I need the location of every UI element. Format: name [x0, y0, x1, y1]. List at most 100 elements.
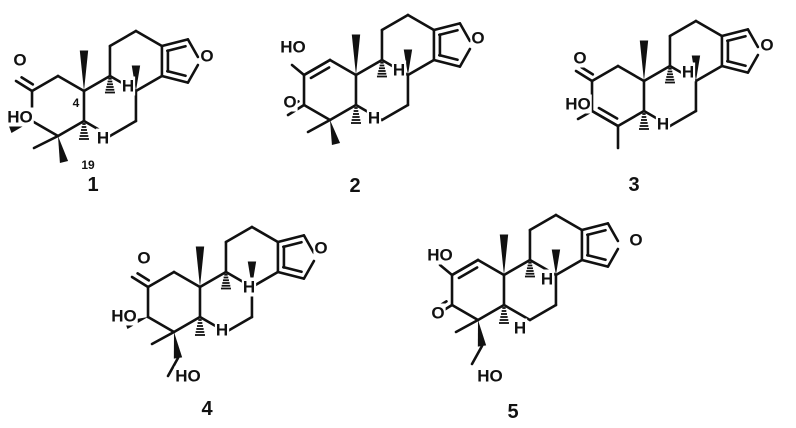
label-backing-1 [6, 107, 34, 127]
c2-furan-double-2-inner [437, 53, 459, 62]
c4-ch2oh-bond [166, 356, 180, 378]
c2-ringC-bond-2 [406, 13, 436, 32]
c5-h9-hash [524, 261, 535, 278]
c1-ketone-double [14, 79, 34, 93]
c1-ringB-bond-1 [108, 119, 138, 138]
c1-h9-label: H [122, 77, 134, 96]
c1-c4-methyl-a [32, 134, 60, 150]
c1-ringC-bond-3 [134, 74, 164, 93]
c4-ch2-wedge [173, 332, 183, 359]
c4-ringA-bond-4 [172, 270, 202, 289]
label-backing-7 [279, 37, 307, 57]
c3-ringB-bond-4 [642, 64, 672, 83]
label-backing-15 [680, 62, 696, 82]
c3-ringB-bond-1 [668, 109, 698, 128]
c2-ringC-bond-3 [406, 58, 436, 77]
c4-furan-bond-o2 [302, 259, 316, 280]
c2-furan-double-1 [432, 22, 462, 32]
c1-ringB-bond-4 [82, 74, 112, 93]
c2-furan-double-2 [432, 58, 462, 68]
c5-hydroxyl-label: HO [427, 246, 453, 265]
c4-h5-hash [194, 319, 205, 336]
c5-furan-oxygen-label: O [629, 231, 642, 250]
c3-ringC-bond-3 [694, 64, 724, 83]
c1-ringC-bond-1 [108, 29, 138, 48]
c1-h9-hash [104, 77, 115, 94]
c5-furan-bond-o2 [606, 247, 620, 268]
label-backing-3 [120, 76, 136, 96]
c5-c8-methyl-wedge [551, 249, 561, 275]
c2-ringC-bond-1 [380, 13, 410, 32]
c1-furan-double-1 [160, 38, 190, 48]
c4-c10-methyl-wedge [195, 246, 205, 287]
c4-hydroxymethyl-label: HO [175, 367, 201, 386]
c1-ketone-double-inner [20, 76, 35, 86]
c4-furan-bond-o1 [302, 234, 316, 255]
c2-ringA-enol-double [302, 58, 332, 77]
c3-ketone-oxygen-label: O [573, 49, 586, 68]
compound-5-number: 5 [507, 401, 518, 423]
c3-ketone-double [574, 69, 594, 83]
label-backing-16 [655, 114, 671, 134]
c4-furan-oxygen-label: O [314, 239, 327, 258]
c5-ringB-bond-0 [502, 303, 532, 322]
label-backing-19 [313, 238, 329, 258]
c2-furan-bond-o1 [458, 22, 472, 43]
c3-ketone-double-inner [580, 66, 595, 76]
c3-ringC-bond-1 [668, 19, 698, 38]
c1-ringA-bond-4 [56, 74, 86, 93]
c1-c10-methyl-wedge [79, 50, 89, 91]
c5-ringC-bond-3 [554, 258, 584, 277]
c1-furan-double-2 [160, 74, 190, 84]
c2-enol-oh-bond [290, 63, 306, 77]
c3-h5-hash [638, 113, 649, 130]
compound-2-number: 2 [349, 175, 360, 197]
c4-ringA-bond-0 [146, 270, 176, 289]
c1-ringA-bond-1 [30, 119, 60, 138]
label-backing-28 [476, 366, 504, 386]
c2-c4-methyl-b [330, 120, 341, 146]
c4-furan-double-2-inner [281, 265, 303, 274]
c1-furan-bond-o2 [186, 63, 200, 84]
c1-ringA-bond-0 [30, 74, 60, 93]
c1-hydroxyl-label: HO [7, 108, 33, 127]
c4-furan-double-1 [276, 234, 306, 244]
c1-h5-label: H [97, 129, 109, 148]
c2-ringB-bond-4 [354, 58, 384, 77]
c2-h5-hash [350, 107, 361, 124]
c5-ringA-bond-4 [476, 258, 506, 277]
c1-furan-bond-o1 [186, 38, 200, 59]
c1-c8-methyl-wedge [131, 65, 141, 91]
compound-3: O HO O H H 3 [564, 35, 775, 196]
c2-ringA-enol-double-inner [309, 66, 331, 80]
c5-c10-methyl-wedge [499, 234, 509, 275]
c3-furan-double-1-inner [725, 34, 747, 43]
c4-ketone-oxygen-label: O [137, 249, 150, 268]
compound-3-number: 3 [628, 174, 639, 196]
c5-ringC-bond-2 [554, 213, 584, 232]
compound-5: HO O O H H HO 5 [426, 230, 644, 423]
label-backing-10 [391, 60, 407, 80]
c4-h9-hash [220, 273, 231, 290]
c4-ringC-bond-1 [224, 225, 254, 244]
label-backing-20 [241, 277, 257, 297]
c3-c10-methyl-wedge [639, 40, 649, 81]
c3-furan-double-2-inner [725, 59, 747, 68]
c5-ch2-wedge [477, 320, 487, 347]
c3-h9-hash [664, 67, 675, 84]
c5-ringB-bond-4 [502, 258, 532, 277]
label-backing-4 [95, 128, 111, 148]
c3-furan-bond-o1 [746, 28, 760, 49]
compound-4-number: 4 [201, 398, 213, 420]
c2-c8-methyl-wedge [403, 49, 413, 75]
c2-ketone-oxygen-label: O [283, 93, 296, 112]
compound-1: O HO O H H 4 19 1 [6, 46, 215, 196]
c5-ringC-bond-1 [528, 213, 558, 232]
c2-furan-oxygen-label: O [471, 29, 484, 48]
c5-furan-double-1 [580, 222, 610, 232]
c4-c4-methyl-a [150, 330, 176, 346]
label-backing-23 [426, 245, 454, 265]
c5-furan-double-2-inner [585, 253, 607, 262]
c3-furan-double-1 [720, 28, 750, 38]
c3-c8-methyl-wedge [691, 55, 701, 81]
